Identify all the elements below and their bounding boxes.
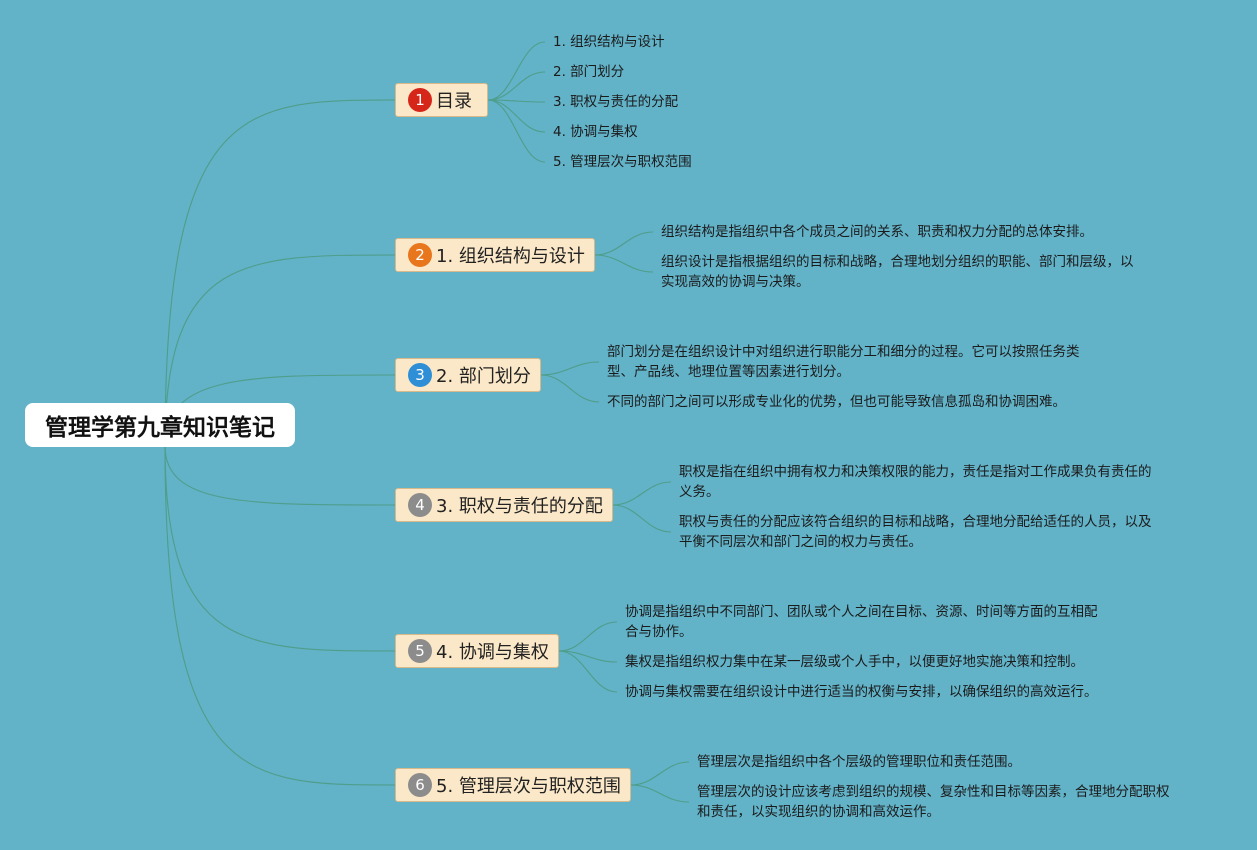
topic-label: 3. 职权与责任的分配 <box>436 496 603 517</box>
connector-line <box>540 374 600 403</box>
connector-line <box>164 99 396 447</box>
number-badge-icon: 3 <box>408 363 432 387</box>
note-item: 职权与责任的分配应该符合组织的目标和战略，合理地分配给适任的人员，以及平衡不同层… <box>679 514 1152 550</box>
number-badge-icon: 2 <box>408 243 432 267</box>
connector-line <box>558 650 618 693</box>
connector-line <box>164 445 396 506</box>
topic-label: 1. 组织结构与设计 <box>436 246 585 267</box>
note-item: 协调与集权需要在组织设计中进行适当的权衡与安排，以确保组织的高效运行。 <box>625 684 1098 700</box>
connector-line <box>594 254 654 273</box>
note-item: 集权是指组织权力集中在某一层级或个人手中，以便更好地实施决策和控制。 <box>625 654 1084 670</box>
topic-label: 5. 管理层次与职权范围 <box>436 776 621 797</box>
note-item: 协调是指组织中不同部门、团队或个人之间在目标、资源、时间等方面的互相配合与协作。 <box>625 604 1098 640</box>
note-item: 管理层次是指组织中各个层级的管理职位和责任范围。 <box>697 754 1021 770</box>
connector-line <box>612 504 672 533</box>
connector-line <box>487 41 546 101</box>
number-badge-icon: 4 <box>408 493 432 517</box>
note-item: 部门划分是在组织设计中对组织进行职能分工和细分的过程。它可以按照任务类型、产品线… <box>607 344 1080 380</box>
topic-label: 目录 <box>436 91 472 112</box>
topic-label: 4. 协调与集权 <box>436 642 549 663</box>
connector-line <box>630 784 690 803</box>
toc-item: 3. 职权与责任的分配 <box>553 94 679 110</box>
connector-line <box>164 254 396 447</box>
topic-label: 2. 部门划分 <box>436 366 531 387</box>
root-node[interactable]: 管理学第九章知识笔记 <box>25 403 295 447</box>
root-title: 管理学第九章知识笔记 <box>45 415 275 441</box>
connector-line <box>487 99 546 133</box>
note-item: 组织结构是指组织中各个成员之间的关系、职责和权力分配的总体安排。 <box>661 224 1093 240</box>
connector-line <box>594 231 654 256</box>
connector-line <box>558 621 618 652</box>
note-item: 不同的部门之间可以形成专业化的优势，但也可能导致信息孤岛和协调困难。 <box>607 394 1066 410</box>
connector-line <box>540 361 600 376</box>
note-item: 职权是指在组织中拥有权力和决策权限的能力，责任是指对工作成果负有责任的义务。 <box>679 464 1152 500</box>
connector-line <box>487 99 546 163</box>
connector-line <box>487 71 546 101</box>
connector-line <box>164 445 396 786</box>
number-badge-icon: 6 <box>408 773 432 797</box>
note-item: 组织设计是指根据组织的目标和战略，合理地划分组织的职能、部门和层级，以实现高效的… <box>661 254 1134 290</box>
toc-item: 1. 组织结构与设计 <box>553 34 665 50</box>
connector-line <box>630 761 690 786</box>
toc-item: 2. 部门划分 <box>553 64 625 80</box>
number-badge-icon: 1 <box>408 88 432 112</box>
number-badge-icon: 5 <box>408 639 432 663</box>
toc-item: 5. 管理层次与职权范围 <box>553 154 692 170</box>
note-item: 管理层次的设计应该考虑到组织的规模、复杂性和目标等因素，合理地分配职权和责任，以… <box>697 784 1170 820</box>
connector-line <box>164 445 396 652</box>
toc-item: 4. 协调与集权 <box>553 124 638 140</box>
connector-line <box>612 481 672 506</box>
